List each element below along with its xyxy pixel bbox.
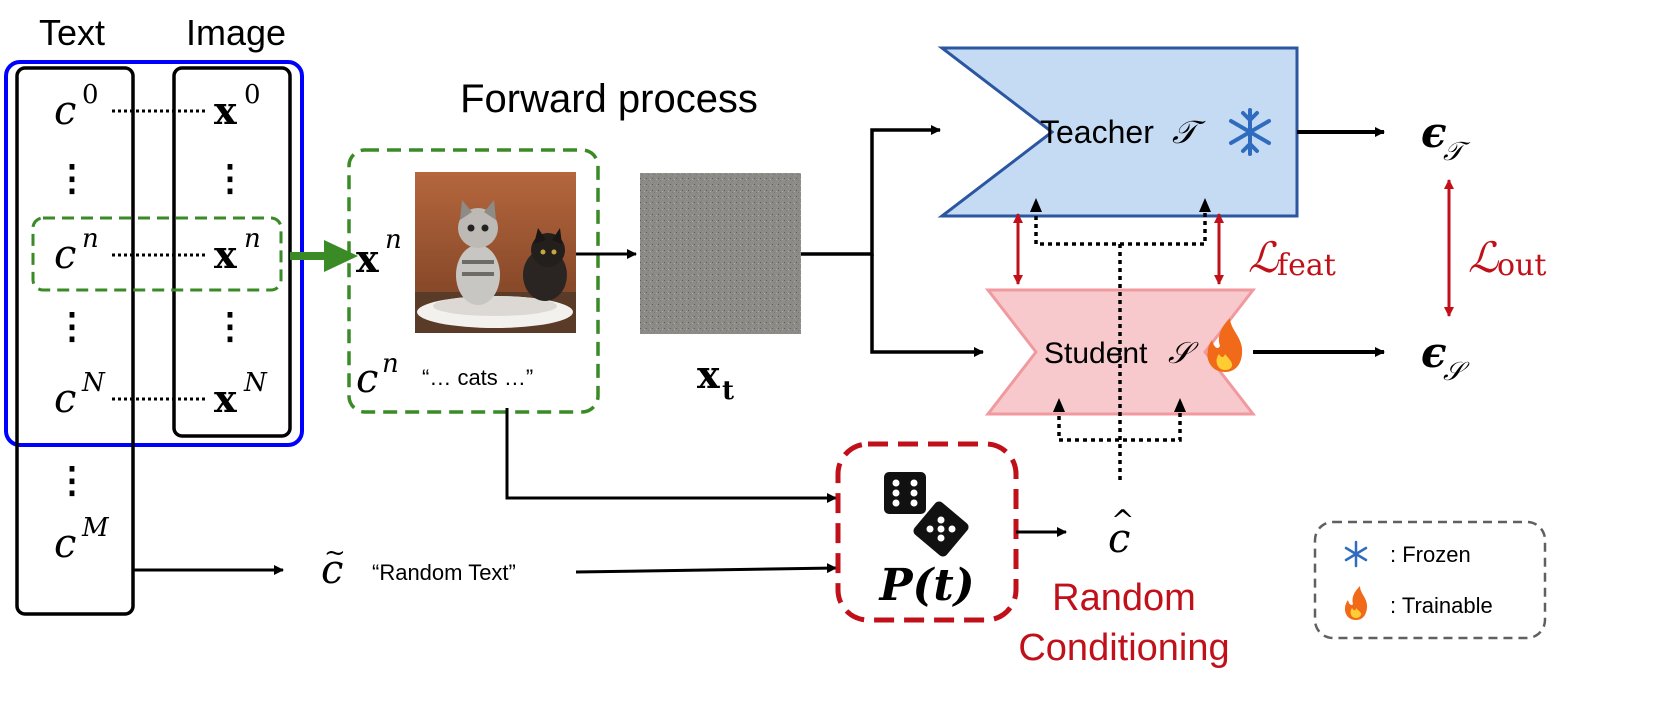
vdots: ⋮ (212, 305, 248, 347)
feat-loss-symbol: ℒ (1248, 233, 1279, 282)
arrow-caption-to-sampler (505, 408, 837, 503)
forward-c-label: c (356, 356, 378, 402)
image-xn-sup: n (244, 224, 261, 254)
out-loss-symbol: ℒ (1468, 233, 1499, 282)
snowflake-icon (1229, 108, 1271, 156)
forward-process-title: Forward process (460, 77, 758, 121)
c-tilde-mark: ~ (324, 538, 346, 568)
forward-c-sup: n (382, 349, 399, 379)
out-loss-sub: out (1497, 248, 1546, 283)
teacher-label: Teacher (1040, 114, 1154, 150)
text-c0-sup: 0 (82, 80, 99, 110)
cat-image (415, 172, 576, 333)
forward-x-sup: n (385, 225, 402, 255)
probability-label: P(t) (877, 560, 974, 611)
student-label: Student (1044, 337, 1148, 370)
eps-student: ϵ (1421, 328, 1447, 377)
c-tilde: c (321, 547, 343, 593)
legend-frozen: : Frozen (1390, 542, 1471, 567)
feat-loss-sub: feat (1277, 248, 1336, 283)
eps-teacher: ϵ (1421, 108, 1447, 157)
arrow-to-teacher (801, 125, 941, 256)
c-hat-mark: ^ (1111, 504, 1134, 537)
image-column-header: Image (186, 12, 286, 53)
eps-student-sub: 𝒮 (1443, 357, 1470, 387)
image-xn: x (214, 232, 237, 277)
vdots: ⋮ (54, 459, 90, 501)
random-text-label: “Random Text” (372, 560, 516, 585)
text-column-header: Text (39, 12, 105, 53)
vdots: ⋮ (54, 157, 90, 199)
text-cN: c (54, 376, 76, 422)
text-column-box (15, 66, 135, 616)
text-cM: c (54, 521, 76, 567)
image-x0: x (214, 88, 237, 133)
eps-teacher-sub: 𝒯 (1443, 137, 1471, 167)
xt-sub: t (722, 376, 734, 406)
xt-label: x (697, 352, 720, 397)
cond-arrowhead (1053, 398, 1065, 412)
teacher-network (937, 46, 1299, 218)
random-conditioning-title-1: Random (1052, 577, 1196, 619)
legend-flame-icon (1344, 586, 1368, 620)
vdots: ⋮ (54, 305, 90, 347)
text-cN-sup: N (81, 368, 106, 398)
forward-caption: “… cats …” (422, 365, 533, 390)
image-x0-sup: 0 (244, 80, 261, 110)
vdots: ⋮ (212, 157, 248, 199)
arrow-random-to-sampler (575, 563, 837, 574)
noisy-image-xt (640, 173, 801, 334)
forward-x-label: x (356, 236, 379, 281)
text-cn-sup: n (82, 224, 99, 254)
conditioning-dotted-lines (1034, 208, 1207, 480)
image-xN-sup: N (243, 368, 268, 398)
legend-box (1313, 520, 1547, 640)
flame-icon (1207, 318, 1243, 372)
text-cM-sup: M (81, 513, 110, 543)
text-cn: c (54, 232, 76, 278)
image-xN: x (214, 376, 237, 421)
c-hat: c (1108, 516, 1130, 562)
cond-arrowhead (1199, 198, 1211, 212)
forward-process-box (347, 148, 600, 414)
text-c0: c (54, 88, 76, 134)
green-arrow-head (324, 240, 358, 272)
selected-pair-box (31, 216, 283, 292)
random-conditioning-title-2: Conditioning (1018, 627, 1229, 669)
legend-snowflake-icon (1344, 540, 1368, 568)
cond-arrowhead (1030, 198, 1042, 212)
legend-trainable: : Trainable (1390, 593, 1493, 618)
cond-arrowhead (1174, 398, 1186, 412)
arrow-to-student (870, 254, 984, 357)
dice-icon (884, 472, 969, 557)
